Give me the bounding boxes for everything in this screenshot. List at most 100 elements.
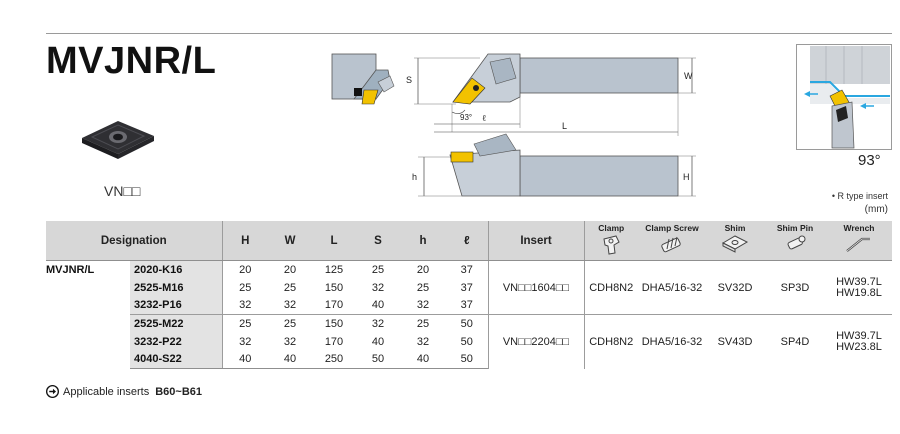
header-W: W bbox=[268, 221, 312, 261]
label-angle: 93° bbox=[460, 113, 472, 122]
cell-L: 150 bbox=[312, 314, 356, 333]
wrench-label: Wrench bbox=[843, 223, 875, 233]
shim-pin-label: Shim Pin bbox=[776, 223, 814, 233]
table-row: 3232-P16 32 32 170 40 32 37 bbox=[46, 296, 892, 315]
wrench-value-1: HW39.7L bbox=[836, 275, 882, 288]
applicable-inserts: Applicable inserts B60~B61 bbox=[46, 385, 202, 398]
shim-cell: SV32D bbox=[717, 281, 753, 294]
cell-L: 250 bbox=[312, 350, 356, 369]
front-view bbox=[449, 133, 679, 197]
cell-S: 50 bbox=[356, 350, 400, 369]
applicable-inserts-label: Applicable inserts bbox=[63, 385, 150, 398]
tool-diagram: S W 93° ℓ L h H bbox=[331, 53, 696, 197]
header-shim: Shim bbox=[706, 221, 764, 261]
insert-cell: VN□□1604□□ bbox=[487, 260, 584, 315]
shim-icon bbox=[721, 235, 749, 253]
header-insert: Insert bbox=[487, 221, 584, 261]
insert-code: VN□□ bbox=[104, 183, 141, 199]
clamp-cell: CDH8N2 bbox=[583, 260, 638, 315]
screw-icon bbox=[661, 236, 681, 253]
cell-h: 40 bbox=[400, 350, 446, 369]
clamp-label: Clamp bbox=[598, 223, 625, 233]
cell-S: 32 bbox=[356, 314, 400, 333]
header-wrench: Wrench bbox=[826, 221, 892, 261]
wrench-value-1: HW39.7L bbox=[836, 329, 882, 342]
cell-L: 170 bbox=[324, 299, 344, 312]
label-l-big: L bbox=[562, 121, 567, 131]
cell-H: 32 bbox=[221, 332, 268, 351]
screw-cell: DHA5/16-32 bbox=[638, 314, 706, 369]
header-L: L bbox=[312, 221, 356, 261]
cell-W: 25 bbox=[283, 281, 297, 294]
clamp-icon bbox=[603, 235, 620, 255]
spec-table: Designation H W L S h ℓ Insert Clamp Cla… bbox=[46, 221, 892, 369]
unit-note: (mm) bbox=[864, 204, 888, 215]
wrench-value-2: HW23.8L bbox=[836, 340, 882, 353]
family-label: MVJNR/L bbox=[46, 264, 95, 276]
pin-cell: SP3D bbox=[780, 281, 810, 294]
cell-W: 32 bbox=[283, 299, 297, 312]
cell-h: 32 bbox=[416, 299, 430, 312]
label-w: W bbox=[684, 71, 693, 81]
cell-S: 25 bbox=[371, 263, 385, 276]
cell-W: 32 bbox=[283, 335, 297, 348]
cell-l: 50 bbox=[460, 335, 473, 348]
cell-H: 40 bbox=[221, 350, 268, 369]
cell-h: 25 bbox=[400, 314, 446, 333]
cell-l: 37 bbox=[460, 281, 473, 294]
table-row: 4040-S22 40 40 250 50 40 50 bbox=[46, 350, 892, 369]
shim-label: Shim bbox=[724, 223, 746, 233]
cell-W: 20 bbox=[283, 263, 297, 276]
shim-cell: SV43D bbox=[706, 314, 764, 369]
cell-l: 50 bbox=[446, 350, 488, 369]
header-S: S bbox=[356, 221, 400, 261]
header-l: ℓ bbox=[446, 221, 488, 261]
row-code: 2020-K16 bbox=[130, 260, 222, 279]
cell-S: 32 bbox=[371, 281, 385, 294]
clamp-cell: CDH8N2 bbox=[583, 314, 638, 369]
row-code: 3232-P22 bbox=[130, 332, 222, 351]
screw-cell: DHA5/16-32 bbox=[641, 281, 703, 294]
top-view bbox=[452, 53, 679, 105]
cell-S: 40 bbox=[371, 335, 385, 348]
cell-h: 32 bbox=[416, 335, 430, 348]
cell-L: 150 bbox=[324, 281, 344, 294]
cell-L: 170 bbox=[324, 335, 344, 348]
header-clamp: Clamp bbox=[583, 221, 638, 261]
row-code: 2525-M16 bbox=[130, 278, 222, 297]
cell-h: 20 bbox=[416, 263, 430, 276]
wrench-value-2: HW19.8L bbox=[836, 286, 882, 299]
cell-H: 20 bbox=[221, 260, 268, 279]
applicable-inserts-value: B60~B61 bbox=[155, 385, 203, 398]
pin-cell: SP4D bbox=[764, 314, 826, 369]
detail-diagram bbox=[796, 44, 892, 150]
table-row: 2525-M22 25 25 150 32 25 50 VN□□2204□□ C… bbox=[46, 314, 892, 369]
cell-l: 50 bbox=[446, 314, 488, 333]
row-code: 3232-P16 bbox=[130, 296, 222, 315]
insert-image bbox=[82, 121, 154, 159]
cell-H: 25 bbox=[221, 314, 268, 333]
side-view bbox=[331, 53, 395, 105]
cell-h: 25 bbox=[416, 281, 430, 294]
label-s: S bbox=[406, 75, 412, 85]
label-l-small: ℓ bbox=[482, 113, 486, 123]
header-designation: Designation bbox=[46, 221, 222, 261]
top-rule bbox=[46, 33, 892, 34]
product-title: MVJNR/L bbox=[46, 40, 217, 82]
row-code: 4040-S22 bbox=[130, 350, 222, 369]
header-H: H bbox=[221, 221, 268, 261]
cell-S: 40 bbox=[371, 299, 385, 312]
table-row: 2525-M16 25 25 150 32 25 37 bbox=[46, 278, 892, 297]
wrench-cell: HW39.7L HW19.8L bbox=[826, 261, 892, 315]
label-h-small: h bbox=[412, 172, 417, 182]
label-h-big: H bbox=[683, 172, 690, 182]
clamp-screw-label: Clamp Screw bbox=[645, 223, 699, 233]
header-h: h bbox=[400, 221, 446, 261]
r-type-note: • R type insert bbox=[831, 191, 888, 201]
detail-angle: 93° bbox=[858, 152, 881, 169]
cell-l: 37 bbox=[460, 263, 473, 276]
cell-W: 25 bbox=[268, 314, 312, 333]
pin-icon bbox=[787, 235, 806, 250]
cell-W: 40 bbox=[268, 350, 312, 369]
header-clamp-screw: Clamp Screw bbox=[638, 221, 706, 261]
